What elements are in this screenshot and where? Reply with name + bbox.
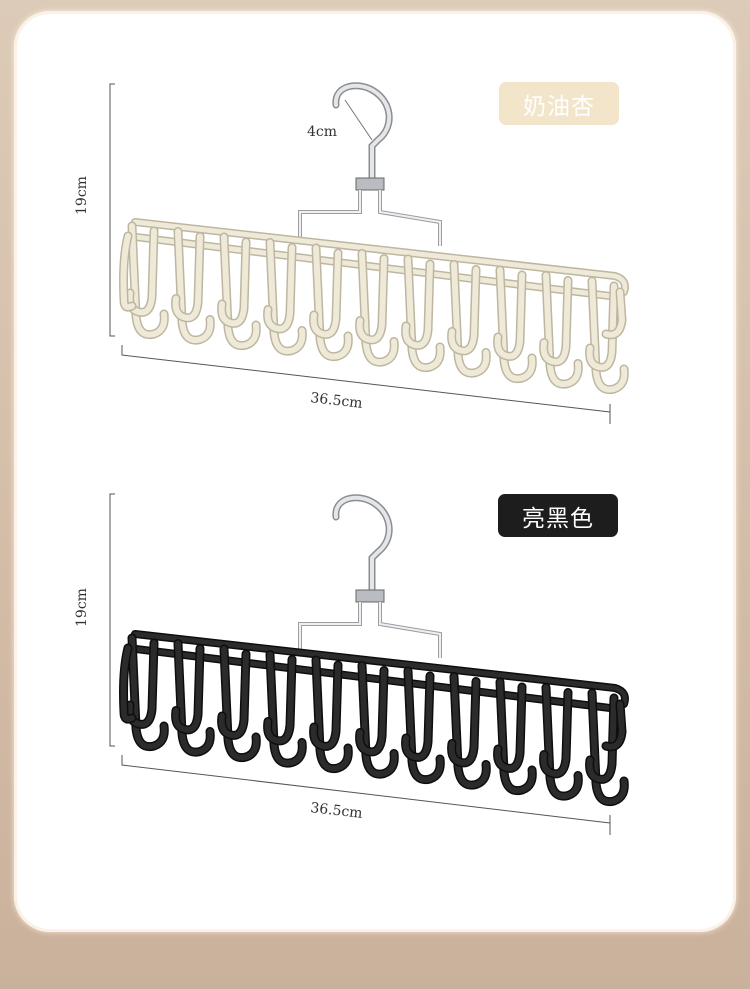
hook-back: [126, 228, 157, 316]
hook-front: [175, 228, 214, 344]
hook-back: [402, 261, 433, 349]
hook-front: [359, 662, 398, 778]
hook-back: [218, 239, 249, 327]
hook-front: [359, 250, 398, 366]
hook-front: [589, 690, 628, 805]
hook-back: [586, 283, 617, 371]
hook-front: [175, 640, 214, 756]
hook-front: [543, 272, 582, 388]
end-hook-right: [603, 701, 625, 750]
hook-front: [221, 234, 260, 349]
width-label-top: 36.5cm: [310, 390, 364, 412]
hook-back: [172, 233, 203, 321]
end-hook-left: [120, 233, 135, 311]
hook-front: [129, 223, 168, 338]
swivel-icon: [355, 589, 385, 603]
hook-front: [405, 668, 444, 783]
hanger-cream: [119, 82, 629, 395]
hook-size-label: 4cm: [307, 124, 337, 140]
hook-front: [451, 261, 490, 377]
hanger-frame-highlight: [299, 190, 441, 246]
hook-back: [310, 662, 341, 750]
color-badge-cream: 奶油杏: [499, 82, 619, 125]
hook-front: [267, 239, 306, 355]
hook-back: [540, 277, 571, 365]
hook-back: [126, 640, 157, 728]
hook-back: [448, 266, 479, 354]
end-hook-left: [120, 645, 135, 723]
rail-back: [132, 219, 628, 295]
rail-front: [125, 645, 613, 711]
rail-back: [132, 631, 628, 707]
hook-front: [543, 684, 582, 800]
hook-back: [402, 673, 433, 761]
hook-back: [540, 689, 571, 777]
hook-back: [586, 695, 617, 783]
hook-front: [405, 256, 444, 371]
hook-back: [264, 244, 295, 332]
color-badge-black: 亮黑色: [498, 494, 618, 537]
hook-front: [221, 646, 260, 761]
hook-back: [494, 684, 525, 772]
hanger-frame-highlight: [299, 602, 441, 658]
dimensions-top: [109, 83, 611, 424]
height-label-top: 19cm: [74, 176, 90, 215]
hanger-black: [119, 494, 629, 807]
hook-front: [313, 657, 352, 772]
dimensions-bottom: [109, 493, 611, 835]
hook-front: [497, 267, 536, 382]
hook-metal: [333, 495, 392, 594]
width-label-bottom: 36.5cm: [310, 800, 364, 822]
hook-back: [494, 272, 525, 360]
hook-metal: [333, 83, 392, 182]
hook-front: [129, 635, 168, 750]
swivel-icon: [355, 177, 385, 191]
hook-back: [172, 645, 203, 733]
rail-front: [125, 233, 613, 299]
hook-back: [356, 667, 387, 755]
hook-front: [267, 651, 306, 767]
hook-back: [264, 656, 295, 744]
hook-front: [589, 278, 628, 393]
hook-front: [497, 679, 536, 794]
hook-back: [218, 651, 249, 739]
hook-back: [448, 678, 479, 766]
hook-front: [451, 673, 490, 789]
hook-front: [313, 245, 352, 360]
hook-back: [356, 255, 387, 343]
end-hook-right: [603, 289, 625, 338]
height-label-bottom: 19cm: [74, 588, 90, 627]
hook-back: [310, 250, 341, 338]
